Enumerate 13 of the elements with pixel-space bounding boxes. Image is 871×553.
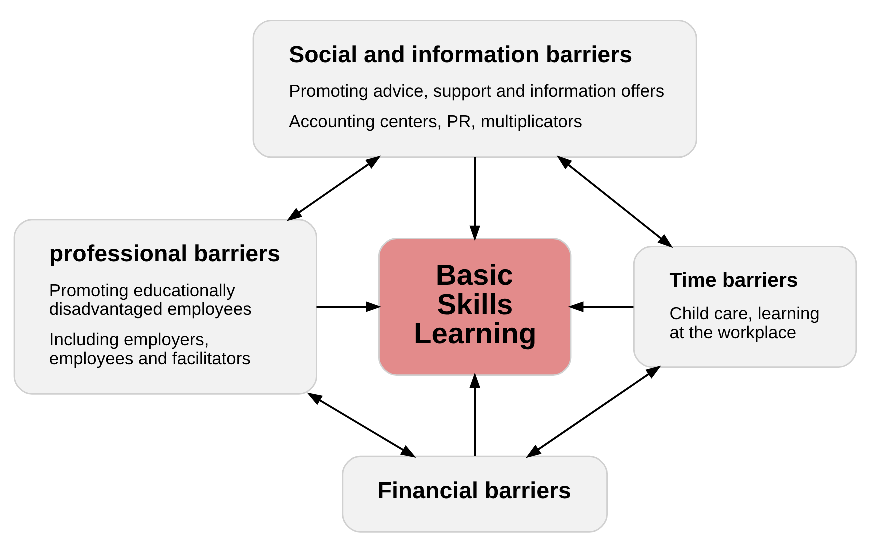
node-box: professional barriers Promoting educationally disadvantaged employees Including employers, employees and facilitators: [14, 219, 318, 395]
node-box: Social and information barriers Promoting advice, support and information offers Accounting centers, PR, multiplicators: [252, 20, 698, 158]
arrow: [556, 156, 674, 248]
arrow: [316, 302, 382, 312]
node-box: Time barriers Child care, learning at the workplace: [633, 246, 858, 368]
arrow: [526, 366, 662, 458]
arrow: [307, 392, 416, 458]
arrow: [470, 372, 480, 456]
node-box: Financial barriers: [342, 456, 608, 533]
node-box: Basic Skills Learning: [378, 238, 572, 376]
arrow: [286, 156, 382, 222]
arrow: [568, 302, 634, 312]
arrow: [470, 157, 480, 242]
